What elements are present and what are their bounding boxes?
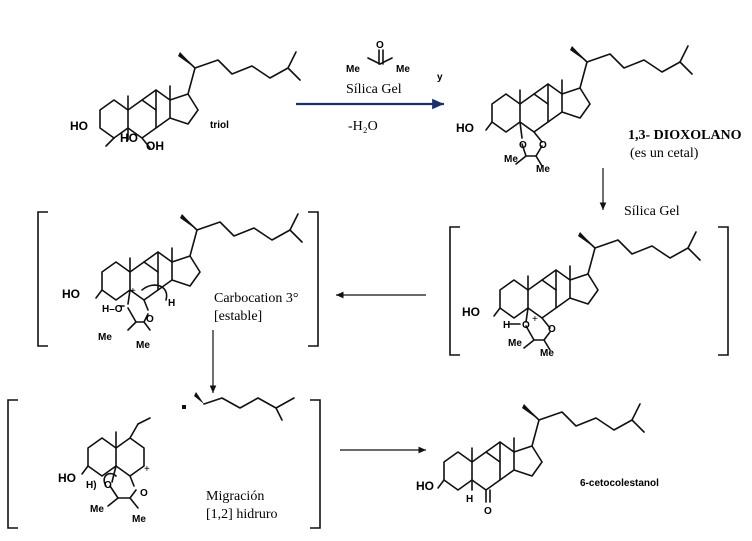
carbocation-bracket: [37, 211, 319, 347]
triol-label: triol: [210, 120, 229, 131]
dioxolane-molecule: [485, 45, 693, 167]
carbocation-o: O: [146, 314, 154, 325]
product-o: O: [484, 506, 492, 517]
protonated-me1: Me: [508, 338, 522, 349]
protonated-o2: O: [548, 324, 556, 335]
acetone-structure: [367, 49, 393, 65]
estable-label: [estable]: [214, 309, 262, 324]
product-label: 6-cetocolestanol: [580, 478, 659, 489]
carbocation-label: Carbocation 3°: [214, 291, 299, 306]
migration-ho: HO: [58, 471, 76, 485]
carbocation-me1: Me: [98, 332, 112, 343]
migration-bracket: [7, 399, 321, 529]
protonated-h: H: [503, 320, 510, 331]
migration-me1: Me: [90, 504, 104, 515]
dioxolane-me2: Me: [536, 164, 550, 175]
water-loss-label: -H₂O: [348, 119, 378, 134]
migracion-label: Migración: [206, 489, 264, 504]
carbocation-molecule: [95, 213, 303, 331]
dioxolane-ho: HO: [456, 121, 474, 135]
migration-o1: O: [104, 480, 112, 491]
product-h: H: [466, 494, 473, 505]
dioxolano-label: 1,3- DIOXOLANO: [628, 128, 742, 143]
protonated-me2: Me: [540, 348, 554, 359]
dioxolane-me1: Me: [504, 154, 518, 165]
svg-text:+: +: [130, 286, 136, 297]
silica-gel-right-label: Sílica Gel: [624, 204, 680, 219]
and-label: y: [437, 72, 443, 83]
product-ho: HO: [416, 479, 434, 493]
protonated-o-plus: O: [522, 320, 530, 331]
dioxolane-o1: O: [519, 140, 527, 151]
acetone-oxygen: O: [376, 40, 384, 51]
migration-me2: Me: [132, 514, 146, 525]
triol-ho-3: HO: [70, 119, 88, 133]
carbocation-h: H: [168, 298, 175, 309]
migration-o2: O: [140, 488, 148, 499]
product-molecule: [437, 403, 645, 503]
triol-molecule: [99, 51, 301, 149]
acetone-me-left: Me: [346, 64, 360, 75]
protonated-ho: HO: [462, 305, 480, 319]
triol-ho-5: HO: [120, 131, 138, 145]
protonated-molecule: [493, 231, 701, 351]
dioxolane-o2: O: [539, 140, 547, 151]
migration-dot: [182, 405, 186, 409]
carbocation-h-o: H–O: [102, 304, 123, 315]
acetone-me-right: Me: [396, 64, 410, 75]
silica-gel-label: Sílica Gel: [346, 82, 402, 97]
protonated-bracket: [449, 226, 729, 356]
cetal-label: (es un cetal): [630, 146, 699, 161]
triol-oh-6: OH: [146, 139, 164, 153]
svg-text:+: +: [532, 314, 538, 325]
carbocation-me2: Me: [136, 340, 150, 351]
migration-molecule: [81, 392, 295, 509]
hidruro-label: [1,2] hidruro: [206, 507, 278, 522]
svg-text:+: +: [144, 464, 150, 475]
migration-h: H): [86, 480, 97, 491]
carbocation-ho: HO: [62, 287, 80, 301]
